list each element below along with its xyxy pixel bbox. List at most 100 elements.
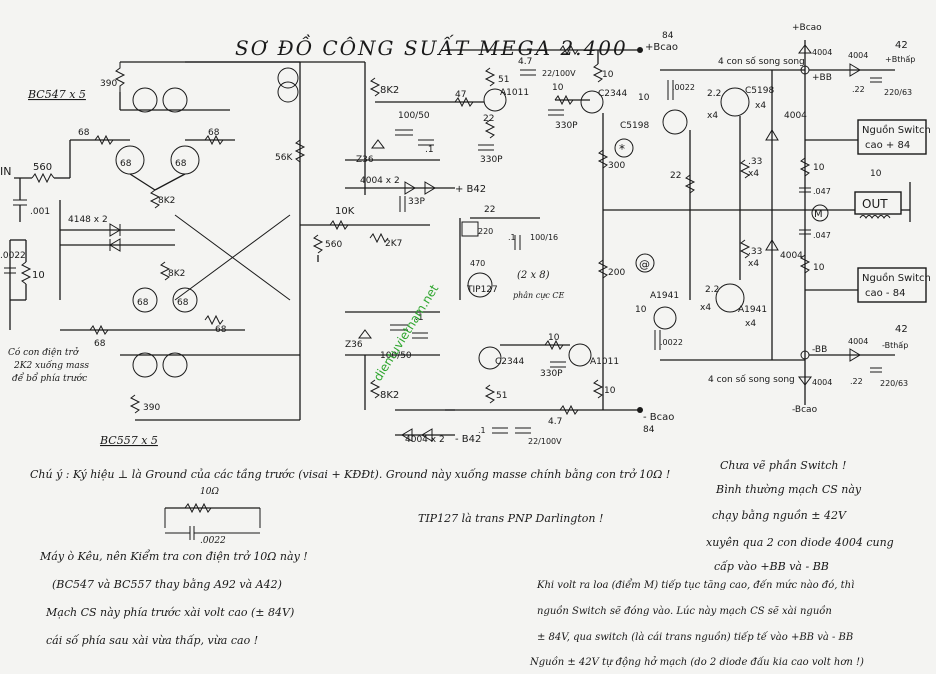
d4004-mid-bottom-label: 4004 [780, 251, 803, 261]
cross-wires [174, 214, 291, 301]
c33p-label: 33P [408, 197, 425, 207]
tip-note-line2: phân cực CE [513, 291, 565, 300]
r300-label: 300 [608, 161, 625, 171]
bthap-neg-label: -Bthấp [882, 340, 908, 350]
driver-bottom: C2344 A1011 10 330P 51 10 .1 22/100V 4.7… [445, 333, 674, 446]
a1941-a-label: A1941 [650, 291, 679, 301]
x4-r2-2-top-label: x4 [707, 111, 718, 121]
r68-b-label: 68 [208, 128, 220, 138]
tip-note-line1: (2 x 8) [517, 270, 550, 281]
c1-bottom-label: .1 [415, 313, 424, 323]
input-label: IN [0, 165, 11, 178]
tip127-label: TIP127 [466, 285, 498, 295]
bcao-pos-v: 84 [662, 31, 674, 41]
r10k-label: 10K [335, 206, 355, 217]
r4-7-top-label: 4.7 [518, 57, 532, 67]
r2-2-bottom-label: 2.2 [705, 285, 719, 295]
four-pairs-top-label: 4 con số song song [718, 56, 805, 67]
r10-out-label: 10 [870, 169, 882, 179]
d4004-right-top-label: 4004 [848, 51, 868, 60]
note-tip127: TIP127 là trans PNP Darlington ! [418, 512, 603, 525]
v42-top-label: 42 [895, 40, 908, 51]
r8k2-diff-label: 8K2 [158, 196, 175, 206]
bb-neg-label: -BB [812, 345, 827, 355]
r51-bot-label: 51 [496, 391, 507, 401]
driver-top: +Bcao 84 4.7 22/100V 51 A1011 47 22 330P… [440, 31, 678, 410]
input-stage: IN 560 .001 .0022 10 Có con điện trở 2K2… [0, 162, 89, 384]
r10-rail-bottom-label: 10 [813, 263, 825, 273]
r56k-label: 56K [275, 153, 293, 163]
d4148-pair: 4148 x 2 [59, 200, 175, 300]
b42-pos-label: + B42 [455, 184, 486, 195]
volt-note-3: ± 84V, qua switch (là cái trans nguồn) t… [537, 632, 853, 643]
switch-high-line2: cao + 84 [865, 140, 910, 151]
a1011-top-label: A1011 [500, 88, 529, 98]
c047-top-label: .047 [813, 187, 831, 196]
note-r-line2: 2K2 xuống mass [13, 360, 89, 371]
r390-top-label: 390 [100, 79, 117, 89]
out-box [854, 191, 902, 215]
r68-c-label: 68 [120, 159, 132, 169]
r10-rail-top-label: 10 [813, 163, 825, 173]
c22-100-top-label: 22/100V [542, 69, 576, 78]
bcao-neg-label: - Bcao [643, 412, 674, 423]
c5198-b-label: C5198 [745, 86, 774, 96]
out-label: OUT [862, 197, 888, 211]
r68-e-label: 68 [137, 298, 149, 308]
marker-star: * [619, 142, 625, 156]
r10-drv-top-b-label: 10 [602, 70, 614, 80]
d4004-top-label: 4004 [812, 48, 832, 57]
watermark: dientuvietnam.net [371, 282, 442, 384]
note-c0022-value: .0022 [200, 536, 226, 546]
r8k2-b-label: 8K2 [168, 269, 185, 279]
r8k2-vas-bot-label: 8K2 [380, 390, 399, 401]
r47-top-label: 47 [455, 90, 466, 100]
c330p-c-label: 330P [540, 369, 563, 379]
bcao-bottom-label: -Bcao [792, 405, 818, 415]
d4004x2-top-label: 4004 x 2 [360, 176, 400, 186]
x4-r33-top-label: x4 [748, 169, 759, 179]
r22-tip-label: 22 [484, 205, 495, 215]
d4004-right-bottom-label: 4004 [848, 337, 868, 346]
bcao-neg-v: 84 [643, 425, 655, 435]
bcao-top-label: +Bcao [792, 23, 822, 33]
r10-out-bottom-label: 10 [635, 305, 647, 315]
note-mach-cs: Mạch CS này phía trước xài volt cao (± 8… [45, 606, 294, 619]
c2344-top-label: C2344 [598, 89, 627, 99]
x4-r33-bottom-label: x4 [748, 259, 759, 269]
note-r10-value: 10Ω [200, 487, 219, 497]
output-stage: 4 con số song song 4 con số song song 10… [603, 56, 807, 385]
r220-label: 220 [478, 227, 493, 236]
switch-low-line1: Nguồn Switch [862, 272, 931, 284]
r51-top-label: 51 [498, 75, 509, 85]
c2344-bottom-label: C2344 [495, 357, 524, 367]
b42-neg-label: - B42 [455, 434, 481, 445]
switch-low-box [857, 267, 927, 303]
r560-input-label: 560 [33, 162, 52, 173]
c100-50-top-label: 100/50 [398, 111, 430, 121]
switch-note-2: Bình thường mạch CS này [715, 483, 862, 496]
c0022-out-top-label: .0022 [672, 83, 695, 92]
x4-r2-2-bottom-label: x4 [700, 303, 711, 313]
note-r-line1: Có con điện trở [8, 347, 80, 358]
d4004-bottom-label: 4004 [812, 378, 832, 387]
volt-note-2: nguồn Switch sẽ đóng vào. Lúc này mạch C… [537, 606, 832, 617]
switch-note-5: cấp vào +BB và - BB [714, 560, 829, 573]
c330p-b-label: 330P [555, 121, 578, 131]
c1-tip-label: .1 [508, 233, 516, 242]
tip127-stage: 22 220 470 100/16 .1 TIP127 (2 x 8) phân… [459, 205, 565, 300]
c22-bottom-label: .22 [850, 377, 863, 386]
bthap-pos-label: +Bthấp [885, 54, 915, 64]
c220-63-top-label: 220/63 [884, 88, 912, 97]
note-may-keu: Máy ò Kêu, nên Kiểm tra con điện trở 10Ω… [39, 550, 308, 563]
switch-note-4: xuyên qua 2 con diode 4004 cung [706, 536, 894, 549]
r10-left-label: 10 [32, 270, 45, 281]
right-rails: +Bcao 4004 +BB 4004 .22 220/63 42 +Bthấp… [792, 23, 931, 415]
c100-16-label: 100/16 [530, 233, 558, 242]
c1-top-label: .1 [425, 145, 434, 155]
d4148-label: 4148 x 2 [68, 215, 108, 225]
r2-2-top-label: 2.2 [707, 89, 721, 99]
x4-c5198-label: x4 [755, 101, 766, 111]
r33-bottom-label: .33 [748, 247, 762, 257]
v42-bottom-label: 42 [895, 324, 908, 335]
